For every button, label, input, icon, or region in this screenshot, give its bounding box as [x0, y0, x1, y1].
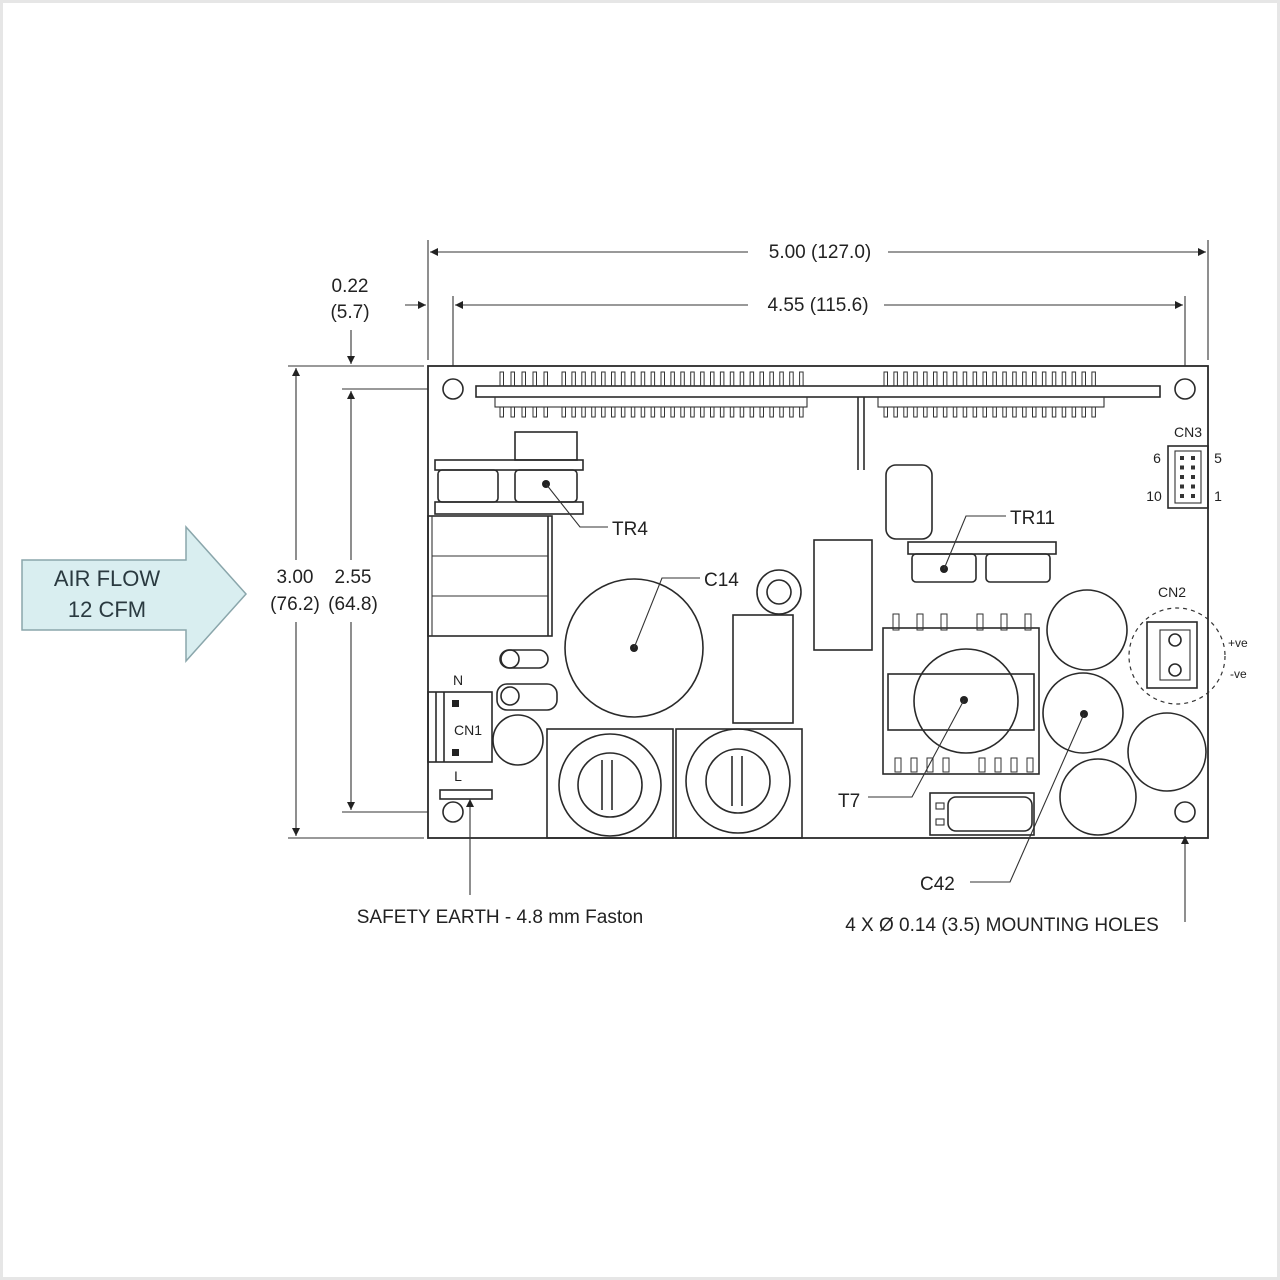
airflow-arrow: AIR FLOW 12 CFM	[21, 525, 248, 663]
overall-width-label: 5.00 (127.0)	[769, 242, 871, 263]
tr4-label: TR4	[612, 519, 648, 540]
cn3-pin5: 5	[1214, 450, 1222, 466]
tr11-component: TR11	[885, 464, 1057, 583]
c14-label: C14	[704, 570, 739, 591]
relay-block	[813, 539, 873, 651]
pcb-board: TR4 C14	[427, 365, 1248, 922]
capacitor	[1127, 712, 1207, 792]
edge-connector	[475, 371, 1161, 470]
c42-label: C42	[920, 874, 955, 895]
cn2-connector: CN2 +ve -ve	[1128, 584, 1248, 705]
mounting-hole	[442, 378, 464, 400]
cn3-connector: CN3 6 5 10 1	[1146, 424, 1222, 509]
mounting-hole	[1174, 378, 1196, 400]
fuse-holder	[499, 649, 549, 669]
hole-spacing-width-label: 4.55 (115.6)	[767, 295, 868, 316]
c14-capacitor: C14	[564, 570, 739, 718]
top-dimensions: 5.00 (127.0) 4.55 (115.6) 0.22 (5.7)	[330, 240, 1209, 374]
cn1-connector: N CN1 L	[427, 672, 493, 784]
airflow-value: 12 CFM	[68, 597, 146, 622]
t7-label: T7	[838, 791, 860, 812]
small-component	[496, 683, 558, 711]
c42-capacitor	[1042, 672, 1124, 754]
hole-spacing-height-mm: (64.8)	[328, 594, 378, 615]
cn2-positive: +ve	[1228, 636, 1248, 650]
cn1-line: L	[454, 768, 462, 784]
mounting-holes-label: 4 X Ø 0.14 (3.5) MOUNTING HOLES	[845, 915, 1159, 936]
tr4-component: TR4	[434, 431, 648, 540]
left-dimensions: 3.00 (76.2) 2.55 (64.8)	[270, 330, 440, 839]
cn2-label: CN2	[1158, 584, 1186, 600]
mounting-hole	[1174, 801, 1196, 823]
tr11-label: TR11	[1010, 508, 1055, 529]
c42-callout: C42	[920, 710, 1088, 895]
toroid-choke-left	[546, 728, 674, 839]
cn3-pin1: 1	[1214, 488, 1222, 504]
edge-offset-inch: 0.22	[332, 276, 369, 297]
cn3-pin10: 10	[1146, 488, 1162, 504]
safety-earth-faston	[439, 789, 493, 895]
airflow-label: AIR FLOW	[54, 566, 161, 591]
resistor-block	[732, 614, 794, 724]
hole-spacing-height-inch: 2.55	[335, 567, 372, 588]
mounting-hole	[442, 801, 464, 823]
cn1-neutral: N	[453, 672, 463, 688]
overall-height-inch: 3.00	[277, 567, 314, 588]
capacitor	[1046, 589, 1128, 671]
cn2-negative: -ve	[1230, 667, 1247, 681]
cn3-label: CN3	[1174, 424, 1202, 440]
edge-offset-mm: (5.7)	[330, 302, 369, 323]
safety-earth-label: SAFETY EARTH - 4.8 mm Faston	[357, 907, 643, 928]
cn3-pin6: 6	[1153, 450, 1161, 466]
small-capacitor	[492, 714, 544, 766]
t7-transformer: T7	[838, 613, 1040, 812]
toroid-choke-right	[675, 728, 803, 839]
small-oscillator	[929, 792, 1035, 836]
overall-height-mm: (76.2)	[270, 594, 320, 615]
small-toroid	[756, 569, 802, 615]
capacitor	[1059, 758, 1137, 836]
cn1-label: CN1	[454, 722, 482, 738]
heatsink-left	[427, 515, 553, 637]
